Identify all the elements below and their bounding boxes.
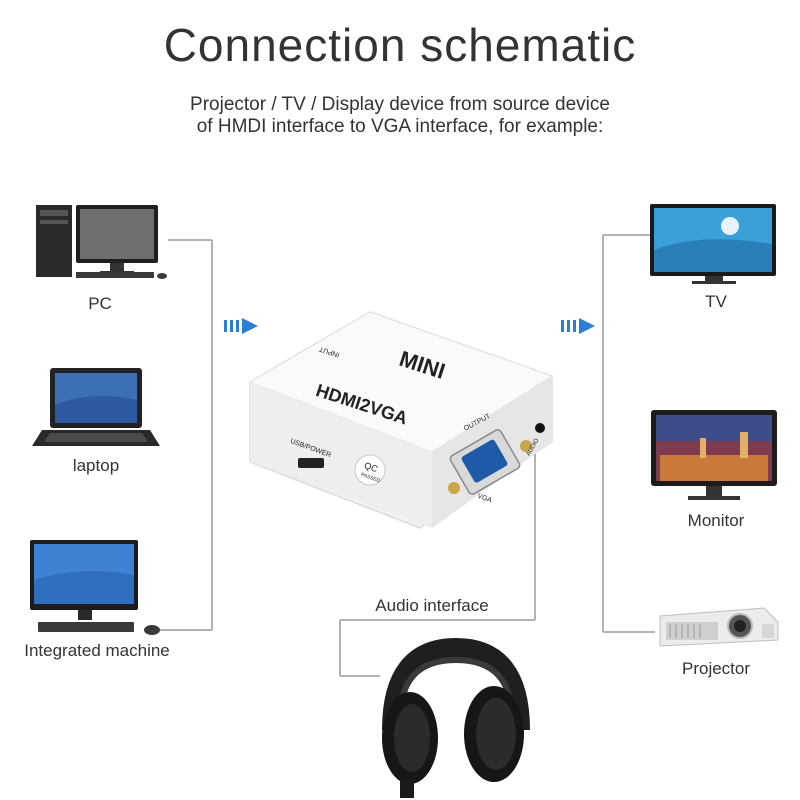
all-in-one-computer-icon <box>30 540 160 635</box>
label-audio-interface: Audio interface <box>375 596 489 615</box>
label-monitor: Monitor <box>687 511 745 530</box>
right-arrow-icon <box>561 318 595 334</box>
subtitle: Projector / TV / Display device from sou… <box>0 94 800 138</box>
left-arrow-icon <box>224 318 258 334</box>
headphones-icon <box>382 637 530 798</box>
label-tv: TV <box>705 292 727 311</box>
audio-line <box>339 448 536 677</box>
pc-tower-monitor-icon <box>36 205 167 279</box>
label-projector: Projector <box>681 659 751 678</box>
subtitle-line-1: Projector / TV / Display device from sou… <box>190 94 610 115</box>
monitor-icon <box>651 410 777 500</box>
projector-icon <box>659 607 779 647</box>
label-pc: PC <box>88 294 112 313</box>
label-laptop: laptop <box>72 456 120 475</box>
laptop-icon <box>32 368 160 446</box>
subtitle-line-2: of HMDI interface to VGA interface, for … <box>196 116 604 137</box>
right-bracket-lines <box>602 234 655 633</box>
qc-label-top: QC <box>363 460 380 474</box>
label-integrated-machine: Integrated machine <box>24 641 170 660</box>
tv-icon <box>650 204 776 284</box>
page-title: Connection schematic <box>163 19 637 71</box>
left-bracket-lines <box>152 239 213 631</box>
adapter-vga-label: VGA <box>476 493 493 505</box>
hdmi-vga-adapter <box>248 311 554 529</box>
